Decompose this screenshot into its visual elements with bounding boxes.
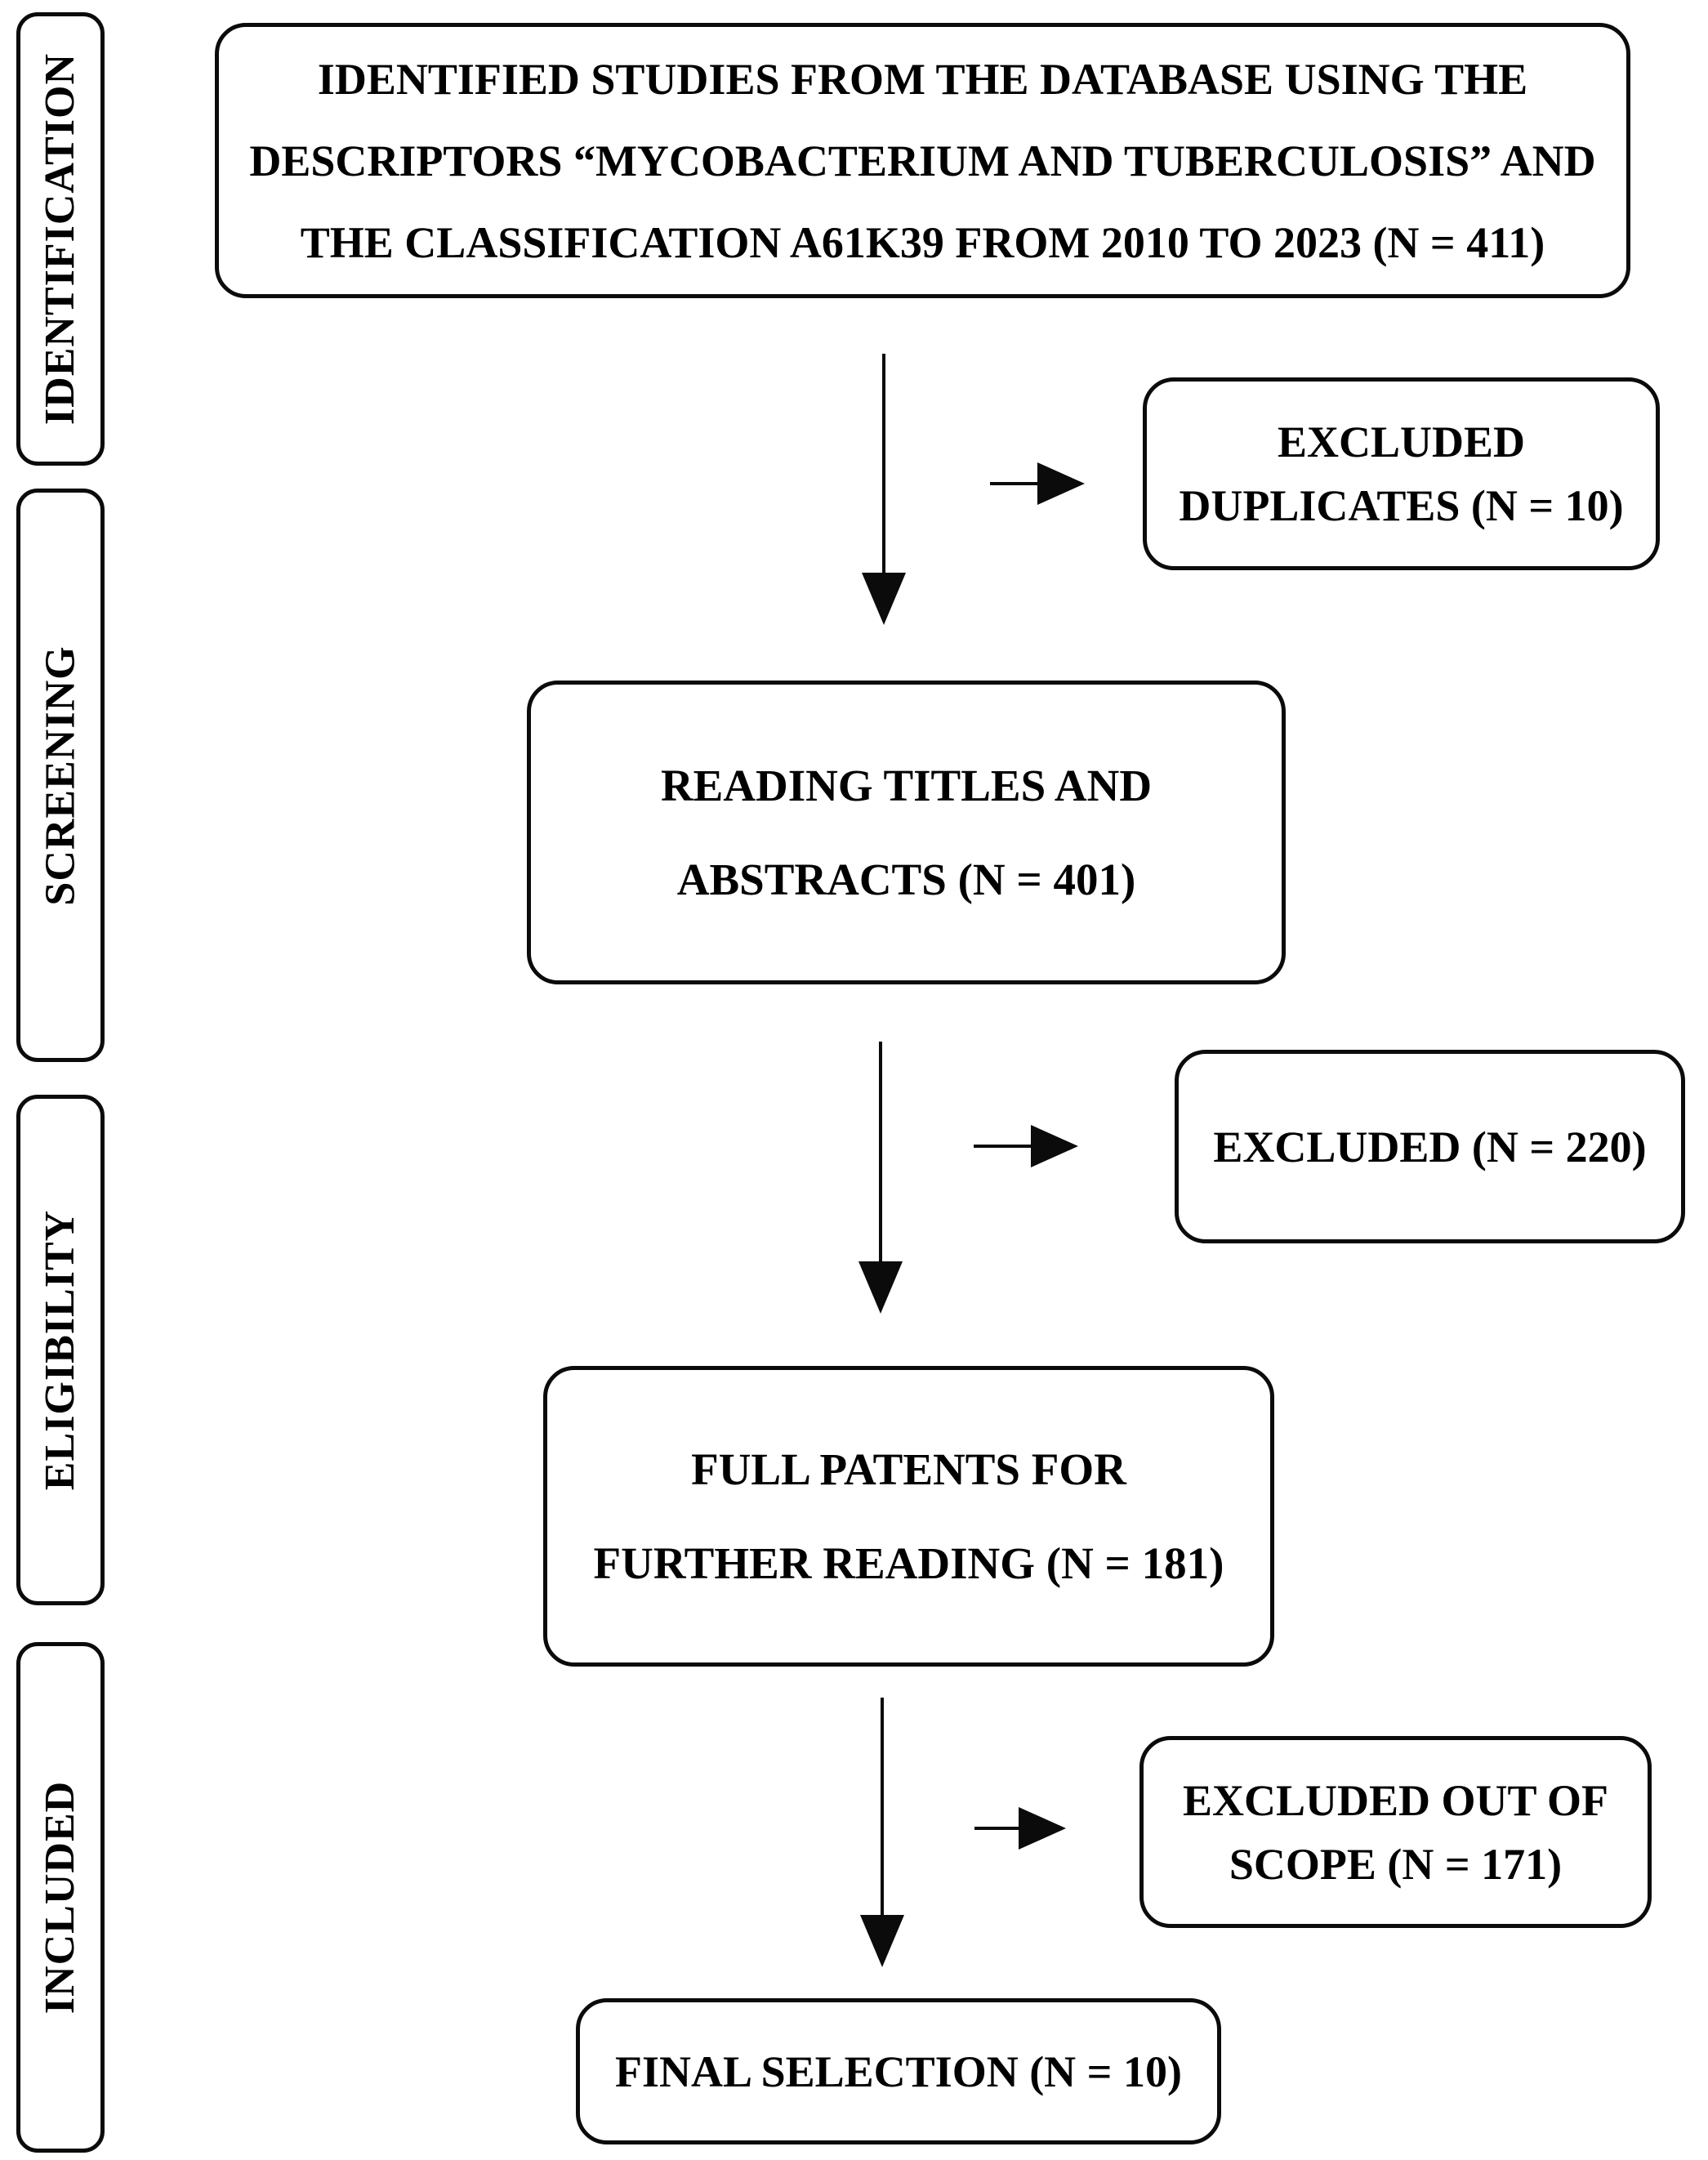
arrow-shaft: [881, 1698, 884, 1918]
stage-identification: IDENTIFICATION: [16, 12, 105, 466]
arrow-shaft: [882, 354, 885, 576]
node-excluded-duplicates-line-1: EXCLUDED: [1277, 417, 1526, 466]
node-identified-studies: IDENTIFIED STUDIES FROM THE DATABASE USI…: [215, 23, 1630, 298]
node-excluded-screening: EXCLUDED (N = 220): [1175, 1050, 1685, 1243]
node-reading-titles-abstracts: READING TITLES AND ABSTRACTS (N = 401): [527, 681, 1286, 984]
arrow-right-to-excluded-out-of-scope: [974, 1805, 1066, 1851]
arrow-right-to-excluded-screening: [974, 1123, 1078, 1169]
node-identified-studies-line-2: DESCRIPTORS “MYCOBACTERIUM AND TUBERCULO…: [249, 136, 1596, 185]
arrow-head-down-icon: [860, 1915, 904, 1967]
stage-eligibility: ELIGIBILITY: [16, 1095, 105, 1605]
node-excluded-screening-line-1: EXCLUDED (N = 220): [1213, 1122, 1647, 1171]
node-identified-studies-line-1: IDENTIFIED STUDIES FROM THE DATABASE USI…: [317, 54, 1528, 104]
arrow-head-right-icon: [1031, 1125, 1078, 1167]
arrow-shaft: [879, 1042, 882, 1265]
arrow-head-right-icon: [1019, 1807, 1066, 1850]
node-final-selection: FINAL SELECTION (N = 10): [576, 1998, 1221, 2144]
node-full-patents-line-1: FULL PATENTS FOR: [691, 1444, 1126, 1494]
node-excluded-out-of-scope-line-2: SCOPE (N = 171): [1229, 1839, 1563, 1889]
arrow-head-down-icon: [862, 573, 906, 625]
stage-included-label: INCLUDED: [37, 1780, 84, 2015]
node-full-patents-line-2: FURTHER READING (N = 181): [593, 1538, 1224, 1588]
arrow-shaft: [990, 482, 1039, 485]
node-excluded-out-of-scope-line-1: EXCLUDED OUT OF: [1182, 1775, 1609, 1825]
node-reading-titles-line-1: READING TITLES AND: [660, 761, 1153, 810]
arrow-down-fullpatents-to-final: [859, 1698, 905, 1967]
stage-screening: SCREENING: [16, 489, 105, 1062]
stage-screening-label: SCREENING: [37, 645, 84, 906]
arrow-head-right-icon: [1037, 462, 1085, 505]
arrow-shaft: [974, 1827, 1020, 1830]
node-identified-studies-line-3: THE CLASSIFICATION A61K39 FROM 2010 TO 2…: [300, 217, 1545, 267]
node-reading-titles-line-2: ABSTRACTS (N = 401): [676, 855, 1136, 904]
node-final-selection-line-1: FINAL SELECTION (N = 10): [615, 2046, 1182, 2096]
arrow-shaft: [974, 1145, 1032, 1148]
stage-identification-label: IDENTIFICATION: [37, 52, 84, 426]
arrow-head-down-icon: [858, 1261, 903, 1314]
arrow-down-identified-to-reading: [861, 354, 907, 625]
node-full-patents: FULL PATENTS FOR FURTHER READING (N = 18…: [543, 1366, 1274, 1667]
stage-included: INCLUDED: [16, 1642, 105, 2153]
node-excluded-duplicates-line-2: DUPLICATES (N = 10): [1179, 481, 1624, 530]
arrow-right-to-excluded-duplicates: [990, 461, 1085, 507]
node-excluded-duplicates: EXCLUDED DUPLICATES (N = 10): [1143, 377, 1660, 570]
arrow-down-reading-to-fullpatents: [858, 1042, 903, 1314]
stage-eligibility-label: ELIGIBILITY: [37, 1209, 84, 1491]
node-excluded-out-of-scope: EXCLUDED OUT OF SCOPE (N = 171): [1139, 1736, 1652, 1928]
